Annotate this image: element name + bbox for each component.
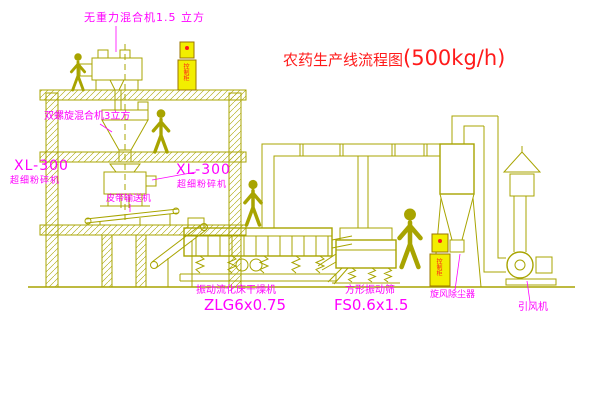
title-text: 农药生产线流程图 [283,51,404,69]
label-leader-lines [99,26,531,303]
label-screen-model: FS0.6x1.5 [334,296,409,314]
square-vibrating-screen [317,227,400,285]
label-screen-name: 方形振动筛 [345,285,395,296]
mill-granulator [100,163,157,208]
label-fan: 引风机 [518,302,548,313]
human-figure [151,107,171,154]
label-top-mixer: 无重力混合机1.5 立方 [84,11,205,24]
label-dryer-name: 振动流化床干燥机 [196,285,276,296]
label-mill-left-model: XL-300 [14,158,69,174]
human-figure [243,178,263,227]
label-mill-left-name: 超细粉碎机 [10,176,61,186]
label-mill-mid-name: 超细粉碎机 [177,180,228,190]
control-cabinet-left [177,41,197,91]
cabinet-right-text: 控制柜 [435,258,442,276]
gravity-free-mixer [79,49,143,110]
label-mill-mid-model: XL-300 [176,162,231,178]
diagram-title: 农药生产线流程图(500kg/h) [283,48,505,69]
belt-conveyor [84,207,180,225]
title-capacity: (500kg/h) [403,46,506,70]
induced-draft-fan [505,196,557,286]
double-screw-mixer [101,101,149,163]
label-cyclone: 旋风除尘器 [430,290,476,300]
control-cabinet-right [429,233,451,287]
label-dryer-model: ZLG6x0.75 [204,296,287,314]
fan-suction-duct [483,116,506,273]
label-screw-mixer: 双螺旋混合机3立方 [44,111,131,122]
human-figure [400,209,421,267]
label-belt-conveyor: 皮带输送机 [106,194,152,204]
exhaust-duct [261,143,440,228]
fluid-bed-dryer [179,217,353,282]
human-figure [69,51,87,92]
cabinet-left-text: 控制柜 [182,63,189,81]
exhaust-stack [502,146,542,197]
